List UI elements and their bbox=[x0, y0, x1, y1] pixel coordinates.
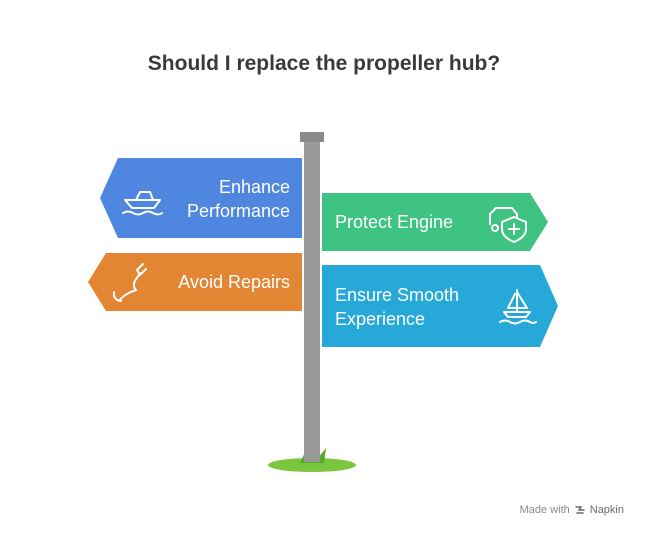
napkin-logo-icon bbox=[575, 506, 585, 514]
sign-label-ensure-smooth-experience: Ensure Smooth Experience bbox=[335, 285, 460, 329]
grass-mound bbox=[268, 458, 356, 472]
speedboat-icon bbox=[122, 191, 163, 216]
napkin-brand-text: Napkin bbox=[589, 504, 624, 516]
sign-label-enhance-performance: Enhance Performance bbox=[186, 177, 290, 221]
diagram-title: Should I replace the propeller hub? bbox=[147, 52, 501, 75]
sign-enhance-performance bbox=[100, 158, 302, 238]
sailboat-icon bbox=[499, 289, 537, 325]
sign-ensure-smooth-experience bbox=[322, 265, 558, 347]
signpost-pole bbox=[304, 142, 320, 462]
sign-label-protect-engine: Protect Engine bbox=[335, 212, 454, 232]
wrench-icon bbox=[112, 263, 147, 302]
made-with-text: Made with bbox=[519, 504, 570, 516]
signpost-pole-cap bbox=[300, 132, 324, 142]
sign-avoid-repairs bbox=[88, 253, 302, 311]
footer-attribution: Made with Napkin bbox=[520, 504, 624, 516]
sign-label-avoid-repairs: Avoid Repairs bbox=[178, 272, 290, 292]
sign-protect-engine bbox=[322, 193, 548, 251]
engine-shield-icon bbox=[489, 207, 527, 243]
